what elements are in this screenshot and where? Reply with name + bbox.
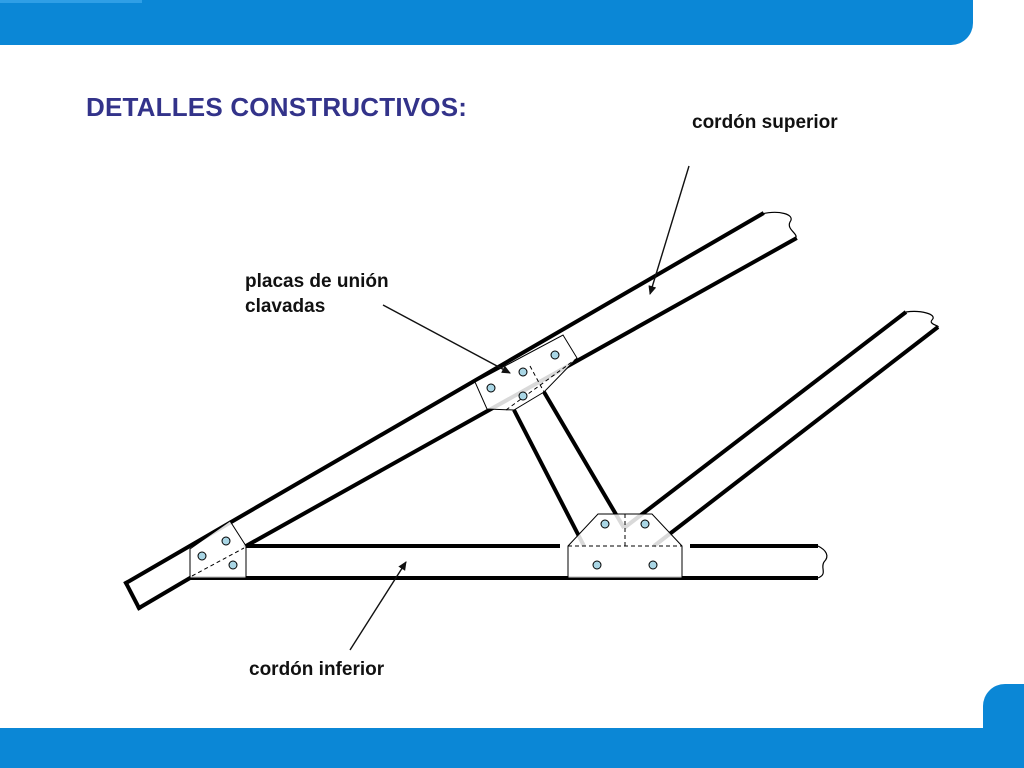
gusset-plate-top-joint (474, 334, 578, 411)
page-title: DETALLES CONSTRUCTIVOS: (86, 92, 468, 122)
diagonal-web-left-edge (512, 409, 586, 547)
gusset-plate-bottom-joint (567, 513, 683, 579)
arrow-bottom-chord (349, 561, 407, 651)
diagonal-web-right-edge (542, 390, 626, 530)
arrow-top-chord (648, 165, 690, 295)
arrow-nailed-plates (382, 304, 511, 374)
nail-icon (221, 536, 231, 546)
right-strut (622, 310, 940, 548)
top-chord-end-cut (123, 580, 142, 611)
label-nailed-plates-line2: clavadas (245, 296, 326, 317)
diagonal-web (512, 390, 626, 547)
right-strut-break-mark (905, 310, 939, 328)
top-header-band (0, 0, 973, 45)
nail-icon (518, 367, 528, 377)
bottom-footer-band (0, 728, 1024, 768)
nail-icon (600, 519, 610, 529)
top-accent-strip (0, 0, 142, 3)
label-bottom-chord: cordón inferior (249, 659, 385, 680)
nail-icon (197, 551, 207, 561)
nail-icon (550, 350, 560, 360)
right-strut-lower-edge (652, 325, 940, 548)
right-strut-upper-edge (622, 310, 908, 530)
top-chord-bottom-edge (136, 575, 193, 611)
top-chord-break-mark (761, 211, 797, 240)
callout-arrows (349, 165, 690, 651)
nail-icon (518, 391, 528, 401)
gusset-plate-heel-joint-line (191, 547, 245, 577)
nail-icon (486, 383, 496, 393)
label-nailed-plates: placas de unión clavadas (245, 269, 389, 319)
bottom-chord (190, 544, 818, 580)
bottom-chord-break-mark (817, 545, 828, 579)
gusset-plate-top-joint-dash-2 (529, 365, 545, 393)
gusset-plate-heel-outline (189, 520, 247, 579)
gusset-plate-top-joint-dash-1 (505, 358, 577, 411)
label-top-chord: cordón superior (692, 112, 838, 133)
gusset-plate-heel (189, 520, 247, 579)
label-nailed-plates-line1: placas de unión (245, 271, 389, 292)
nail-icon (592, 560, 602, 570)
gusset-plate-bottom-joint-nails (592, 519, 658, 570)
nail-icon (648, 560, 658, 570)
gusset-plate-top-joint-nails (486, 350, 560, 401)
nail-icon (228, 560, 238, 570)
gusset-plate-heel-nails (197, 536, 238, 570)
nail-icon (640, 519, 650, 529)
